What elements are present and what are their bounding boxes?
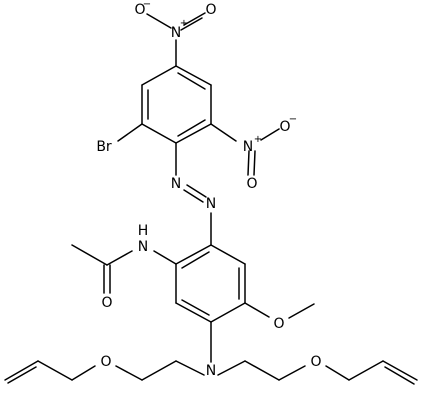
bromine-substituent: Br [96, 123, 143, 155]
nitro-right-n-charge: + [254, 134, 262, 145]
nitro-top-n-label: N [171, 25, 181, 41]
bromine-label: Br [96, 139, 112, 155]
nitro-top-o-right-label: O [205, 2, 216, 18]
nitro-group-top: N + O − O [134, 0, 217, 67]
diallyloxyethyl-amine: N O O [4, 321, 418, 385]
nitro-right-o-up-label: O [279, 119, 290, 135]
nitro-group-right: N + O O − [210, 114, 297, 192]
nitro-top-o-left-label: O [134, 2, 145, 18]
nitro-right-o-up-charge: − [289, 114, 297, 125]
nitro-top-n-charge: + [180, 18, 188, 29]
amide-n-label: N [138, 239, 148, 255]
ether-o-left-label: O [100, 354, 111, 370]
methoxy-o-label: O [273, 316, 284, 332]
lower-benzene-ring [175, 244, 246, 323]
azo-n-upper-label: N [171, 176, 181, 192]
azo-linkage: N N [171, 142, 216, 246]
nitro-right-o-down-label: O [246, 176, 257, 192]
upper-benzene-ring [141, 65, 212, 144]
amide-o-label: O [101, 295, 112, 311]
ether-o-right-label: O [310, 354, 321, 370]
azo-n-lower-label: N [206, 196, 216, 212]
acetamide-group: N H O [71, 223, 177, 311]
nitro-right-n-label: N [243, 139, 253, 155]
methoxy-group: O [244, 302, 315, 332]
nitro-top-o-left-charge: − [143, 0, 151, 10]
amine-n-label: N [206, 363, 216, 379]
amide-h-label: H [138, 223, 149, 239]
